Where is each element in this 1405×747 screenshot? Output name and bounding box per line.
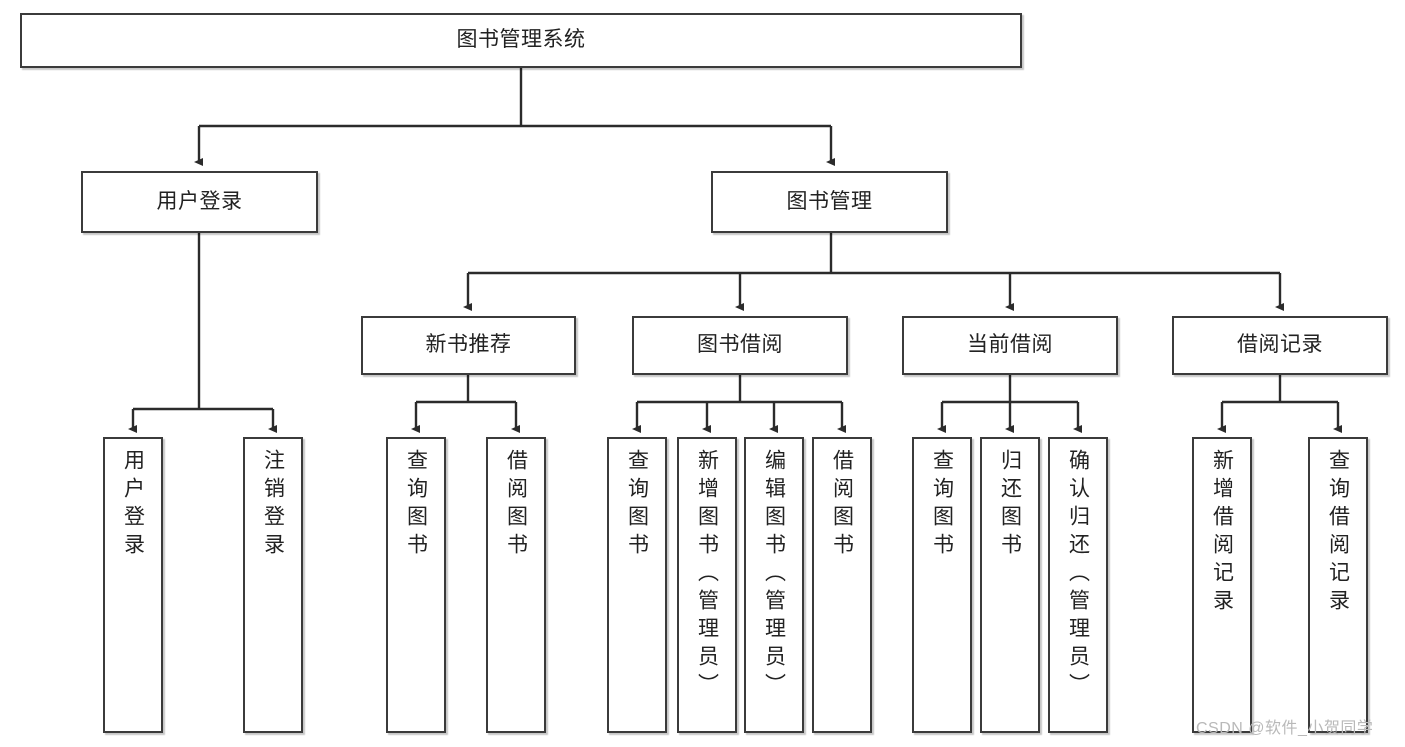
node-leaf-borrow-book-1-label: 借阅图书 — [504, 449, 528, 561]
node-leaf-return-book[interactable]: 归还图书 — [980, 437, 1040, 733]
node-leaf-edit-book[interactable]: 编辑图书（管理员） — [744, 437, 804, 733]
node-borrow-record[interactable]: 借阅记录 — [1172, 316, 1388, 375]
node-leaf-borrow-book-2-label: 借阅图书 — [830, 449, 854, 561]
node-user-login[interactable]: 用户登录 — [81, 171, 318, 233]
node-leaf-user-login[interactable]: 用户登录 — [103, 437, 163, 733]
node-leaf-edit-book-label: 编辑图书（管理员） — [762, 449, 786, 701]
node-leaf-user-login-label: 用户登录 — [121, 449, 145, 561]
node-book-manage[interactable]: 图书管理 — [711, 171, 948, 233]
node-leaf-confirm-return[interactable]: 确认归还（管理员） — [1048, 437, 1108, 733]
node-leaf-borrow-book-2[interactable]: 借阅图书 — [812, 437, 872, 733]
node-leaf-add-book-label: 新增图书（管理员） — [695, 449, 719, 701]
node-leaf-query-book-3-label: 查询图书 — [930, 449, 954, 561]
node-leaf-query-book-1[interactable]: 查询图书 — [386, 437, 446, 733]
node-current-borrow[interactable]: 当前借阅 — [902, 316, 1118, 375]
node-leaf-query-record-label: 查询借阅记录 — [1326, 449, 1350, 617]
node-leaf-confirm-return-label: 确认归还（管理员） — [1066, 449, 1090, 701]
node-book-borrow[interactable]: 图书借阅 — [632, 316, 848, 375]
node-leaf-query-book-2[interactable]: 查询图书 — [607, 437, 667, 733]
node-user-login-label: 用户登录 — [156, 189, 243, 213]
node-borrow-record-label: 借阅记录 — [1237, 333, 1323, 357]
node-leaf-borrow-book-1[interactable]: 借阅图书 — [486, 437, 546, 733]
node-leaf-add-record[interactable]: 新增借阅记录 — [1192, 437, 1252, 733]
node-book-manage-label: 图书管理 — [786, 189, 873, 213]
node-leaf-query-book-3[interactable]: 查询图书 — [912, 437, 972, 733]
node-root-label: 图书管理系统 — [456, 28, 586, 52]
node-new-book-rec[interactable]: 新书推荐 — [361, 316, 576, 375]
node-leaf-logout[interactable]: 注销登录 — [243, 437, 303, 733]
node-leaf-query-book-1-label: 查询图书 — [404, 449, 428, 561]
node-book-borrow-label: 图书借阅 — [697, 333, 783, 357]
node-leaf-return-book-label: 归还图书 — [998, 449, 1022, 561]
node-leaf-query-record[interactable]: 查询借阅记录 — [1308, 437, 1368, 733]
node-leaf-query-book-2-label: 查询图书 — [625, 449, 649, 561]
watermark: CSDN @软件_小贺同学 — [1196, 720, 1374, 737]
node-new-book-rec-label: 新书推荐 — [425, 333, 512, 357]
node-leaf-add-book[interactable]: 新增图书（管理员） — [677, 437, 737, 733]
node-leaf-logout-label: 注销登录 — [261, 449, 285, 561]
node-leaf-add-record-label: 新增借阅记录 — [1210, 449, 1234, 617]
node-root[interactable]: 图书管理系统 — [20, 13, 1022, 68]
node-current-borrow-label: 当前借阅 — [967, 333, 1053, 357]
